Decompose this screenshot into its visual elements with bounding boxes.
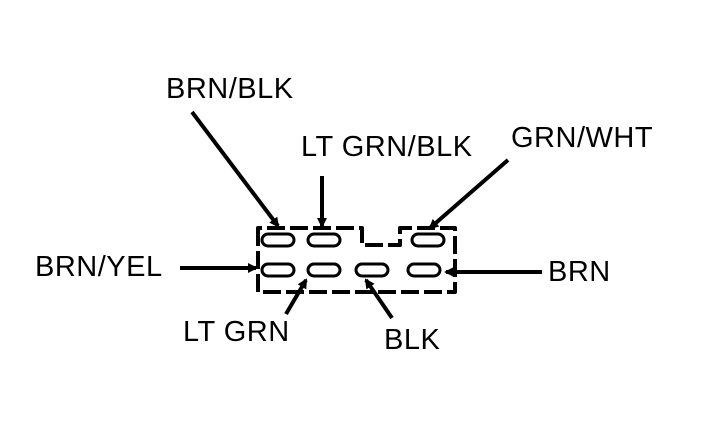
terminal-bottom-4 [406, 262, 442, 278]
terminal-bottom-2 [306, 262, 342, 278]
label-blk: BLK [384, 324, 441, 356]
arrow-blk [364, 278, 394, 320]
connector-housing [256, 226, 457, 294]
label-lt-grn: LT GRN [183, 316, 290, 348]
label-brn-yel: BRN/YEL [35, 251, 163, 283]
label-lt-grn-blk: LT GRN/BLK [301, 131, 473, 163]
terminal-top-2 [306, 232, 342, 248]
terminal-top-3 [410, 232, 446, 248]
arrow-brn-blk [190, 110, 280, 228]
terminal-bottom-3 [354, 262, 390, 278]
terminal-top-1 [260, 232, 296, 248]
arrow-lt-grn [284, 278, 308, 316]
label-grn-wht: GRN/WHT [511, 122, 654, 154]
label-brn: BRN [548, 256, 611, 288]
label-brn-blk: BRN/BLK [166, 73, 294, 105]
terminal-bottom-1 [260, 262, 296, 278]
arrow-grn-wht [428, 158, 510, 230]
